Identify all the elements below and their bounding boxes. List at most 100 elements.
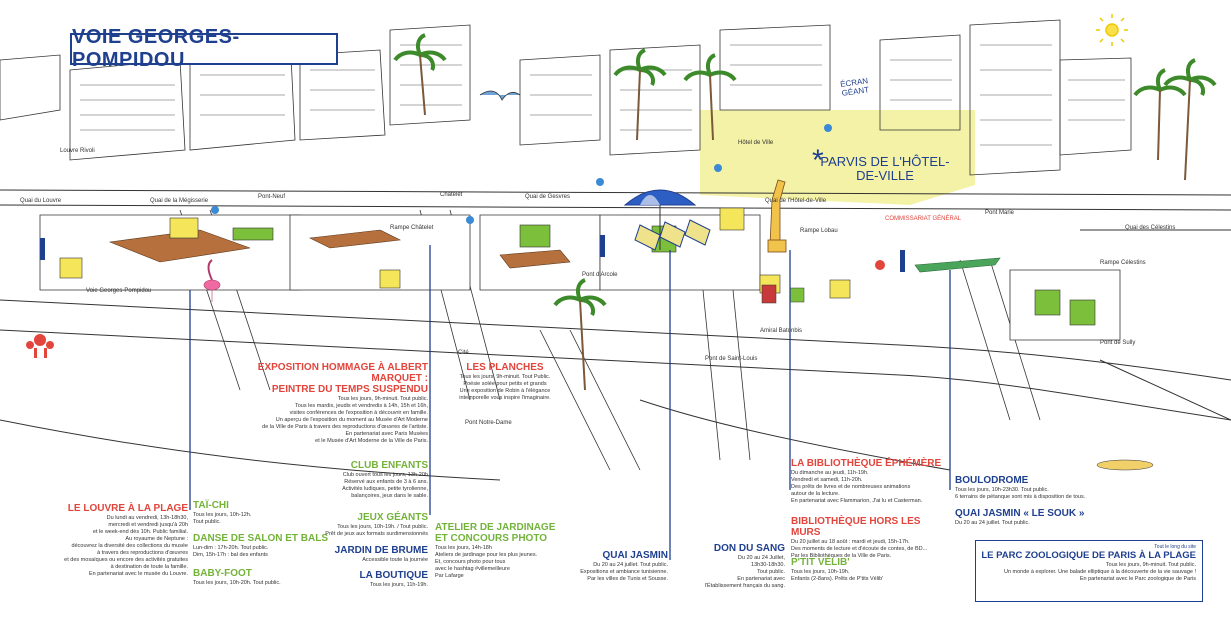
- giraffe: [767, 179, 787, 253]
- taichi-text: Tous les jours, 10h-12h. Tout public.: [193, 512, 252, 525]
- brume-title: JARDIN DE BRUME: [334, 545, 428, 556]
- balloon-dog: [26, 334, 54, 358]
- red-books: [761, 284, 777, 304]
- label-hotel-de-ville: Hôtel de Ville: [738, 140, 774, 146]
- bibliotheque-text: Du dimanche au jeudi, 11h-19h. Vendredi …: [791, 470, 923, 504]
- club-title: CLUB ENFANTS: [350, 460, 428, 471]
- quai-jasmin-text: Du 20 au 24 juillet. Tout public. Exposi…: [580, 562, 668, 582]
- label-rampe-lobau: Rampe Lobau: [800, 228, 838, 234]
- zoo-text-2: Un monde à explorer. Une balade elliptiq…: [1003, 569, 1196, 575]
- brume-text: Accessible toute la journée: [362, 557, 428, 563]
- asterisk-icon: *: [812, 144, 824, 177]
- hors-murs-block: BIBLIOTHÈQUE HORS LES MURS Du 20 juillet…: [791, 516, 951, 560]
- label-pont-notre-dame: Pont Notre-Dame: [465, 420, 512, 426]
- atelier-block: ATELIER DE JARDINAGE ET CONCOURS PHOTO T…: [435, 522, 575, 580]
- label-chatelet: Châtelet: [440, 192, 463, 198]
- label-quai-celestins: Quai des Célestins: [1125, 225, 1176, 231]
- jeux-text: Tous les jours, 10h-19h. / Tout public. …: [325, 524, 428, 537]
- label-commissariat: COMMISSARIAT GÉNÉRAL: [885, 216, 962, 222]
- police-icon: [875, 260, 885, 270]
- marquet-block: EXPOSITION HOMMAGE À ALBERT MARQUET : PE…: [228, 362, 428, 445]
- souk-block: QUAI JASMIN « LE SOUK » Du 20 au 24 juil…: [955, 508, 1115, 527]
- quai-jasmin-title: QUAI JASMIN: [602, 550, 668, 561]
- atelier-text: Tous les jours, 14h-18h Ateliers de jard…: [435, 545, 538, 579]
- parvis-highlight: [700, 110, 975, 205]
- zoo-text: Tous les jours, 9h-minuit. Tout public.: [1105, 562, 1196, 568]
- platforms: [39, 214, 1121, 341]
- boutique-title: LA BOUTIQUE: [359, 570, 428, 581]
- label-pont-arcole: Pont d'Arcole: [582, 272, 618, 278]
- marquet-title: EXPOSITION HOMMAGE À ALBERT MARQUET : PE…: [257, 362, 428, 395]
- label-louvre: Louvre Rivoli: [60, 148, 95, 154]
- souk-text: Du 20 au 24 juillet. Tout public.: [955, 520, 1030, 526]
- deckchairs: [634, 219, 711, 251]
- babyfoot-block: BABY-FOOT Tous les jours, 10h-20h. Tout …: [193, 568, 333, 587]
- danse-title: DANSE DE SALON ET BALS: [193, 533, 329, 544]
- boutique-block: LA BOUTIQUE Tous les jours, 11h-19h.: [300, 570, 428, 589]
- crocodile: [914, 257, 1001, 273]
- label-pont-saint-louis: Pont de Saint-Louis: [705, 356, 758, 362]
- label-quai-louvre: Quai du Louvre: [20, 198, 62, 204]
- label-rampe-celestins: Rampe Célestins: [1100, 260, 1146, 266]
- bibliotheque-block: LA BIBLIOTHÈQUE ÉPHÉMÈRE Du dimanche au …: [791, 458, 951, 505]
- babyfoot-text: Tous les jours, 10h-20h. Tout public.: [193, 580, 281, 586]
- hors-murs-text: Du 20 juillet au 18 août : mardi et jeud…: [791, 539, 928, 559]
- jeux-block: JEUX GÉANTS Tous les jours, 10h-19h. / T…: [300, 512, 428, 538]
- label-quai-hdv: Quai de l'Hôtel-de-Ville: [765, 198, 827, 204]
- souk-title: QUAI JASMIN « LE SOUK »: [955, 508, 1085, 519]
- hors-murs-title: BIBLIOTHÈQUE HORS LES MURS: [791, 516, 921, 538]
- ptit-velib-text: Tous les jours, 10h-19h. Enfants (2-8ans…: [791, 569, 884, 582]
- zoo-title: LE PARC ZOOLOGIQUE DE PARIS À LA PLAGE: [981, 550, 1196, 561]
- label-quai-megisserie: Quai de la Mégisserie: [150, 198, 209, 204]
- parvis-label: PARVIS DE L'HÔTEL-DE-VILLE: [820, 154, 950, 183]
- blue-flags: [40, 235, 905, 272]
- louvre-plage-block: LE LOUVRE À LA PLAGE Du lundi au vendred…: [60, 503, 188, 578]
- don-sang-title: DON DU SANG: [713, 543, 785, 554]
- taichi-title: TAÏ-CHI: [193, 500, 229, 511]
- marquet-text: Tous les jours, 9h-minuit. Tout public. …: [262, 396, 428, 444]
- green-signs: [789, 287, 805, 303]
- bird: [479, 90, 521, 101]
- louvre-plage-text: Du lundi au vendredi, 13h-18h30, mercred…: [64, 515, 188, 577]
- brume-block: JARDIN DE BRUME Accessible toute la jour…: [300, 545, 428, 564]
- wood-decks: [108, 229, 571, 269]
- label-voie-gp: Voie Georges-Pompidou: [86, 288, 152, 294]
- buildings: [0, 19, 1132, 176]
- planches-block: LES PLANCHES Tous les jours, 9h-minuit. …: [440, 362, 570, 402]
- label-amiral: Amiral Batonbis: [760, 328, 803, 334]
- zoo-block: Tout le long du site LE PARC ZOOLOGIQUE …: [976, 544, 1196, 583]
- water-drop-icons: [211, 124, 832, 224]
- planches-title: LES PLANCHES: [466, 362, 544, 373]
- flamingo: [203, 259, 221, 302]
- bibliotheque-title: LA BIBLIOTHÈQUE ÉPHÉMÈRE: [791, 458, 942, 469]
- atelier-title: ATELIER DE JARDINAGE ET CONCOURS PHOTO: [435, 522, 556, 544]
- don-sang-text: Du 20 au 24 Juillet, 13h30-18h30. Tout p…: [704, 555, 785, 589]
- boulodrome-title: BOULODROME: [955, 475, 1029, 486]
- zoo-text-3: En partenariat avec le Parc zoologique d…: [1079, 576, 1196, 582]
- planches-text: Tous les jours, 9h-minuit. Tout Public. …: [459, 374, 551, 401]
- ecran-geant-label: ÉCRAN GÉANT: [839, 76, 870, 98]
- palm-trees: [393, 33, 1217, 391]
- beach-umbrella: [623, 189, 697, 250]
- taichi-block: TAÏ-CHI Tous les jours, 10h-12h. Tout pu…: [193, 500, 333, 526]
- ptit-velib-title: P'TIT VÉLIB': [791, 557, 850, 568]
- club-text: Club ouvert tous les jours, 13h-20h Rése…: [342, 472, 428, 499]
- leader-lines: [189, 245, 951, 560]
- sun: [1096, 14, 1128, 46]
- danse-text: Lun-dim : 17h-20h. Tout public. Dim, 15h…: [193, 545, 269, 558]
- label-pont-neuf: Pont-Neuf: [258, 194, 286, 200]
- boulodrome-block: BOULODROME Tous les jours, 10h-23h30. To…: [955, 475, 1115, 501]
- label-cite: Cité: [458, 350, 469, 356]
- label-quai-gesvres: Quai de Gesvres: [525, 194, 571, 200]
- jeux-title: JEUX GÉANTS: [357, 512, 428, 523]
- zoo-box: Tout le long du site LE PARC ZOOLOGIQUE …: [975, 540, 1203, 602]
- paddle-board: [1096, 459, 1154, 471]
- gardens: [232, 224, 1096, 326]
- zoo-pre: Tout le long du site: [1154, 544, 1196, 550]
- boulodrome-text: Tous les jours, 10h-23h30. Tout public. …: [955, 487, 1086, 500]
- label-pont-marie: Pont Marie: [985, 210, 1015, 216]
- don-sang-block: DON DU SANG Du 20 au 24 Juillet, 13h30-1…: [690, 543, 785, 590]
- babyfoot-title: BABY-FOOT: [193, 568, 252, 579]
- danse-block: DANSE DE SALON ET BALS Lun-dim : 17h-20h…: [193, 533, 333, 559]
